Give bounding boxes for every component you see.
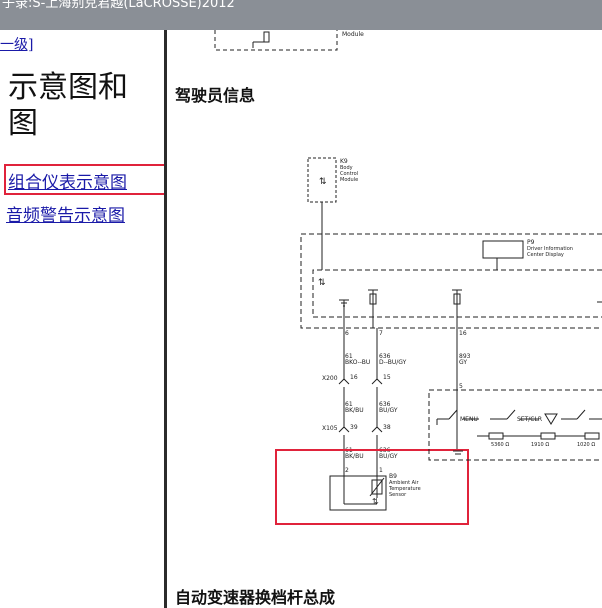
b9-line-2: Temperature xyxy=(388,486,421,492)
signal-wires xyxy=(343,328,458,498)
wire-636-bot-color: BU/GY xyxy=(379,453,398,460)
x105-pin-38: 38 xyxy=(383,424,391,431)
switch-assembly-box xyxy=(428,389,602,461)
wire-61-top-num: 61 xyxy=(345,353,353,360)
nav-link-audio-warning-schematic[interactable]: 音频警告示意图 xyxy=(6,206,125,226)
pin-6: 6 xyxy=(345,330,349,337)
resistor-3-value: 1020 Ω xyxy=(577,442,595,448)
wire-61-top-color: BKO--BU xyxy=(345,359,370,366)
p9-internal-circuits xyxy=(339,289,462,328)
wire-636-mid-num: 636 xyxy=(379,401,391,408)
pane-divider[interactable] xyxy=(164,30,167,608)
ground-symbol-icon xyxy=(453,450,463,455)
p9-display-box xyxy=(482,240,524,259)
heading-shifter-assembly: 自动变速器换档杆总成 xyxy=(175,588,336,607)
b9-ref: B9 xyxy=(389,473,397,480)
wire-61-mid-color: BK/BU xyxy=(345,407,364,414)
resistor-1-value: 5360 Ω xyxy=(491,442,509,448)
resistor-2-value: 1910 Ω xyxy=(531,442,549,448)
k9-line-1: Body xyxy=(340,165,353,171)
p9-line-1: Driver Information xyxy=(527,246,573,252)
wire-893-num: 893 xyxy=(459,353,471,360)
wire-61-bot-color: BK/BU xyxy=(345,453,364,460)
b9-pin-2: 2 xyxy=(345,467,349,474)
menu-switch-label: MENU xyxy=(460,416,478,423)
wire-61-mid-num: 61 xyxy=(345,401,353,408)
switch-pin-5: 5 xyxy=(459,383,463,390)
wire-636-mid-color: BU/GY xyxy=(379,407,398,414)
switch-circuit xyxy=(436,409,602,440)
wire-893-color: GY xyxy=(459,359,467,366)
setclr-switch-label: SET/CLR xyxy=(517,416,542,423)
p9-outer-box xyxy=(300,233,602,329)
k9-arrows-icon: ⇅ xyxy=(319,177,327,187)
content-pane[interactable]: 驾驶员信息 自动变速器换档杆总成 Module ⇅ K9 Body Contro… xyxy=(167,30,602,608)
x200-ref: X200 xyxy=(322,375,338,382)
section-title: 示意图和 图 xyxy=(8,70,128,141)
x200-pin-16: 16 xyxy=(350,374,358,381)
b9-line-3: Sensor xyxy=(389,492,407,498)
top-module-label: Module xyxy=(342,31,364,38)
b9-arrows-icon: ⇅ xyxy=(372,497,379,506)
k9-ref: K9 xyxy=(340,158,348,165)
thermistor-icon xyxy=(371,479,383,495)
x200-pin-15: 15 xyxy=(383,374,391,381)
window-titlebar: 子录:S-上海别克君越(LaCROSSE)2012 xyxy=(0,0,602,30)
top-module-partial xyxy=(214,30,338,51)
sidebar-pane[interactable]: 一级] 示意图和 图 组合仪表示意图 音频警告示意图 xyxy=(0,30,164,608)
x105-connector xyxy=(338,426,383,433)
p9-arrows-icon: ⇅ xyxy=(318,278,326,288)
nav-link-cluster-schematic[interactable]: 组合仪表示意图 xyxy=(8,173,127,193)
x105-ref: X105 xyxy=(322,425,338,432)
pin-7: 7 xyxy=(379,330,383,337)
wire-636-top-num: 636 xyxy=(379,353,391,360)
pin-16: 16 xyxy=(459,330,467,337)
heading-driver-info: 驾驶员信息 xyxy=(175,86,256,105)
p9-ref: P9 xyxy=(527,239,535,246)
x200-connector xyxy=(338,378,383,385)
x105-pin-39: 39 xyxy=(350,424,358,431)
k9-line-3: Module xyxy=(340,177,358,183)
k9-line-2: Control xyxy=(340,171,358,177)
b9-pin-1: 1 xyxy=(379,467,383,474)
parent-level-link[interactable]: 一级] xyxy=(0,37,34,53)
b9-sensor-box xyxy=(329,475,387,511)
wire-636-top-color: D--BU/GY xyxy=(379,359,407,366)
b9-line-1: Ambient Air xyxy=(389,480,419,486)
highlight-box-sensor xyxy=(275,449,469,525)
wiring-diagram: Module ⇅ K9 Body Control Module P9 Drive… xyxy=(214,30,602,525)
p9-line-2: Center Display xyxy=(527,252,564,258)
window-title: 子录:S-上海别克君越(LaCROSSE)2012 xyxy=(2,0,235,11)
